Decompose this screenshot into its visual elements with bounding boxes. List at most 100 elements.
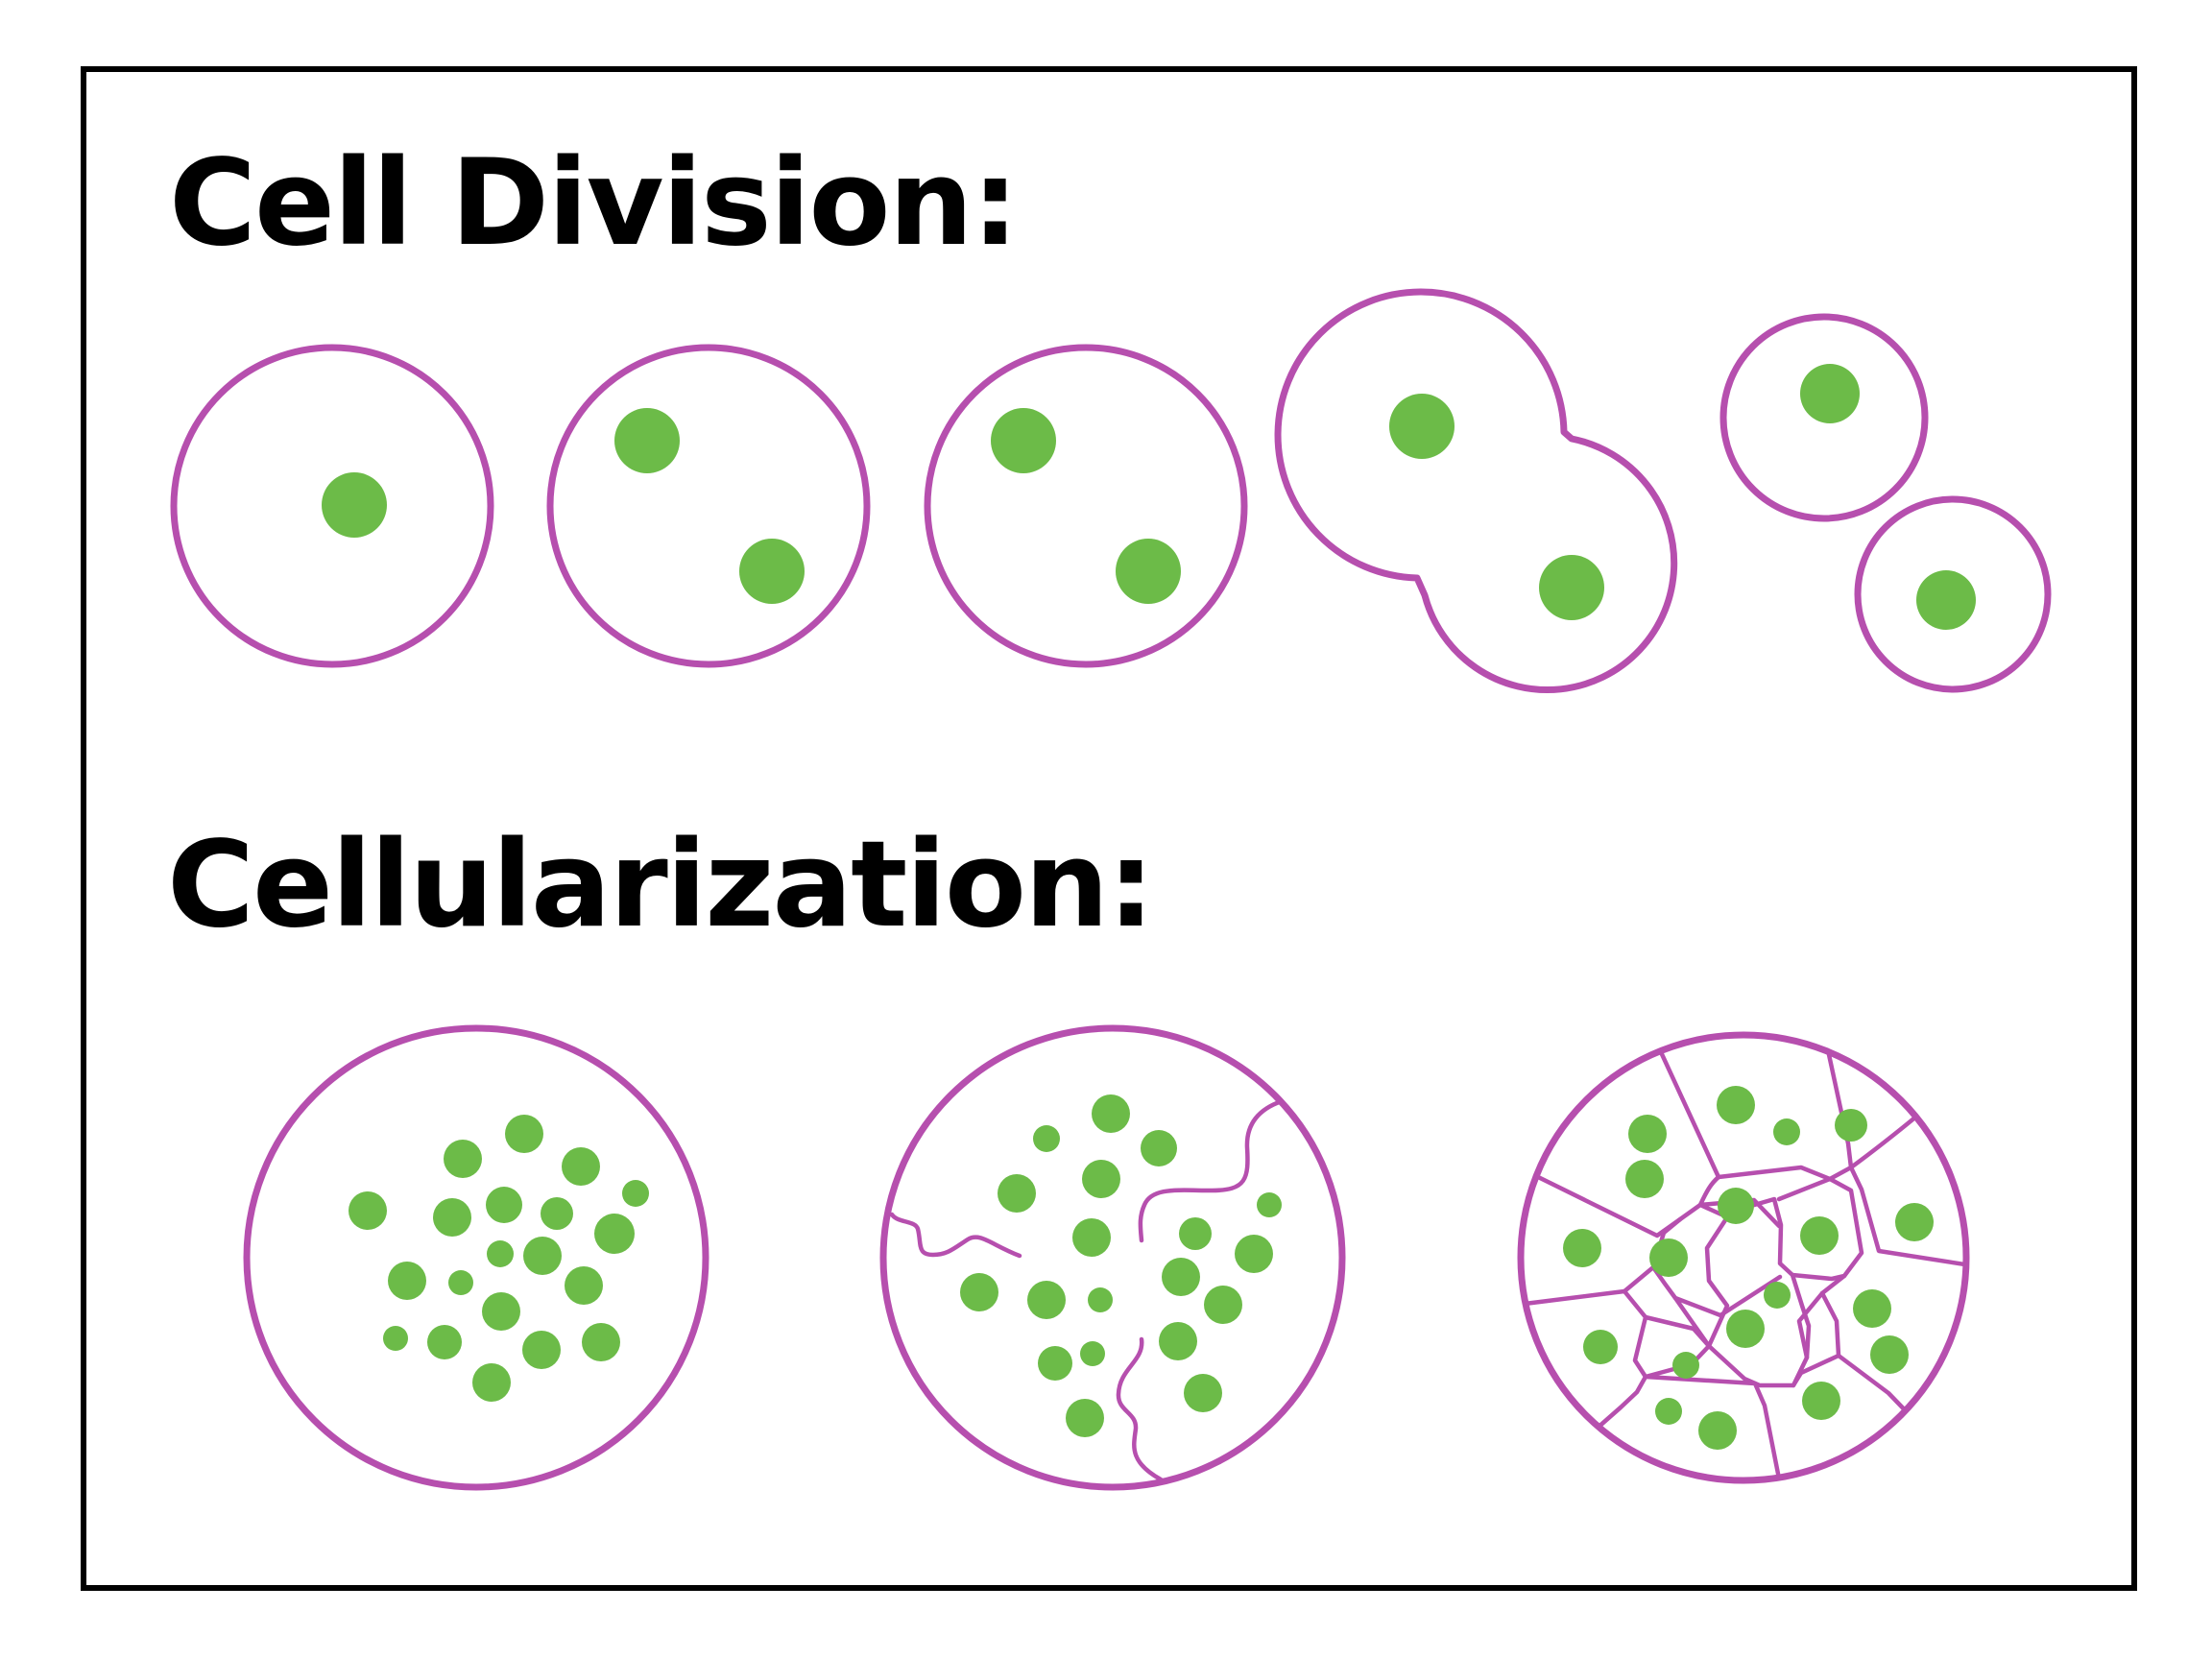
nucleus [444, 1140, 482, 1178]
cell-wall [1522, 1264, 1656, 1307]
nucleus [1162, 1258, 1200, 1296]
nucleus [582, 1323, 620, 1361]
nucleus [1698, 1411, 1737, 1450]
nucleus [482, 1292, 520, 1331]
cell-wall [1704, 1217, 1730, 1349]
cell-wall [1622, 1288, 1648, 1380]
nucleus [448, 1270, 473, 1295]
daughter-cell-membrane [1854, 495, 2052, 693]
cell-wall [1650, 1216, 1783, 1318]
cell-wall [1819, 1290, 1841, 1358]
nucleus [1718, 1188, 1754, 1224]
nucleus [1802, 1382, 1840, 1420]
nucleus [1092, 1094, 1130, 1133]
nucleus [998, 1174, 1036, 1213]
nucleus [1066, 1399, 1104, 1437]
nucleus [1726, 1310, 1765, 1348]
cellularization-heading: Cellularization: [167, 816, 1155, 954]
cell-wall [1643, 1374, 1781, 1477]
nucleus [1916, 570, 1976, 630]
nucleus [322, 472, 387, 538]
nucleus [960, 1273, 998, 1311]
nucleus [1717, 1086, 1755, 1124]
cell-division-stage-4 [1274, 288, 1678, 694]
nucleus [522, 1331, 561, 1369]
nucleus [1080, 1341, 1105, 1366]
cellularization-stage-1 [243, 1024, 709, 1491]
nucleus [427, 1325, 462, 1359]
cell-wall [1697, 1176, 1864, 1282]
nucleus [614, 408, 680, 473]
nucleus [1655, 1398, 1682, 1425]
cell-walls [1522, 1035, 1966, 1477]
nucleus [1141, 1130, 1177, 1166]
nucleus [383, 1326, 408, 1351]
cell-membrane [1517, 1031, 1970, 1484]
nucleus [1583, 1330, 1618, 1364]
membrane-furrow [889, 1212, 1022, 1259]
cell-wall [1529, 1171, 1703, 1238]
cell-division-stage-1 [170, 344, 494, 668]
cellularization-stage-2 [879, 1024, 1346, 1491]
nucleus [505, 1115, 543, 1153]
nucleus [388, 1262, 426, 1300]
nucleus [1257, 1192, 1282, 1217]
nucleus [1184, 1374, 1222, 1412]
pinching-membrane [1274, 288, 1678, 694]
nucleus [1038, 1346, 1072, 1381]
nucleus [622, 1180, 649, 1207]
nucleus [523, 1237, 562, 1275]
nucleus [1539, 555, 1604, 620]
nucleus [1204, 1286, 1242, 1324]
nucleus [594, 1214, 635, 1254]
nuclei-cluster [1563, 1086, 1934, 1450]
nucleus [1235, 1235, 1273, 1273]
nucleus [541, 1197, 573, 1230]
nucleus [1116, 539, 1181, 604]
nucleus [565, 1266, 603, 1305]
nucleus [562, 1147, 600, 1186]
nucleus [1764, 1282, 1791, 1309]
cell-membrane [924, 344, 1248, 668]
nucleus [1563, 1229, 1601, 1267]
cell-wall [1848, 1165, 1966, 1268]
membrane-furrow [1116, 1336, 1164, 1482]
nucleus [487, 1240, 514, 1267]
daughter-cell-membrane [1719, 313, 1929, 522]
cell-membrane [546, 344, 871, 668]
cell-division-stage-3 [924, 344, 1248, 668]
nucleus [1800, 1216, 1839, 1255]
cell-membrane [243, 1024, 709, 1491]
nucleus [1072, 1218, 1111, 1257]
nucleus [1027, 1281, 1066, 1319]
nucleus [486, 1187, 522, 1223]
nucleus [991, 408, 1056, 473]
nucleus [1895, 1203, 1934, 1241]
nucleus [1649, 1238, 1688, 1277]
nucleus [1389, 394, 1455, 459]
cellularization-stage-3 [1517, 1031, 1970, 1484]
nucleus [1672, 1352, 1699, 1379]
nucleus [1773, 1118, 1800, 1145]
nucleus [1800, 364, 1860, 423]
cell-division-stage-2 [546, 344, 871, 668]
nucleus [1625, 1160, 1664, 1198]
cell-division-heading: Cell Division: [169, 134, 1019, 273]
nucleus [739, 539, 805, 604]
membrane-furrow [1138, 1098, 1285, 1243]
nucleus [1628, 1115, 1667, 1153]
cell-division-stage-5 [1719, 313, 2052, 693]
nucleus [1835, 1109, 1867, 1142]
nucleus [1870, 1335, 1909, 1374]
nucleus [433, 1198, 471, 1237]
nuclei-cluster [960, 1094, 1282, 1437]
nucleus [1033, 1125, 1060, 1152]
nucleus [1853, 1289, 1891, 1328]
cell-wall [1796, 1273, 1847, 1360]
nucleus [1088, 1287, 1113, 1312]
nucleus [1179, 1217, 1212, 1250]
nucleus [472, 1363, 511, 1402]
nuclei-cluster [349, 1115, 649, 1402]
nucleus [1082, 1160, 1120, 1198]
